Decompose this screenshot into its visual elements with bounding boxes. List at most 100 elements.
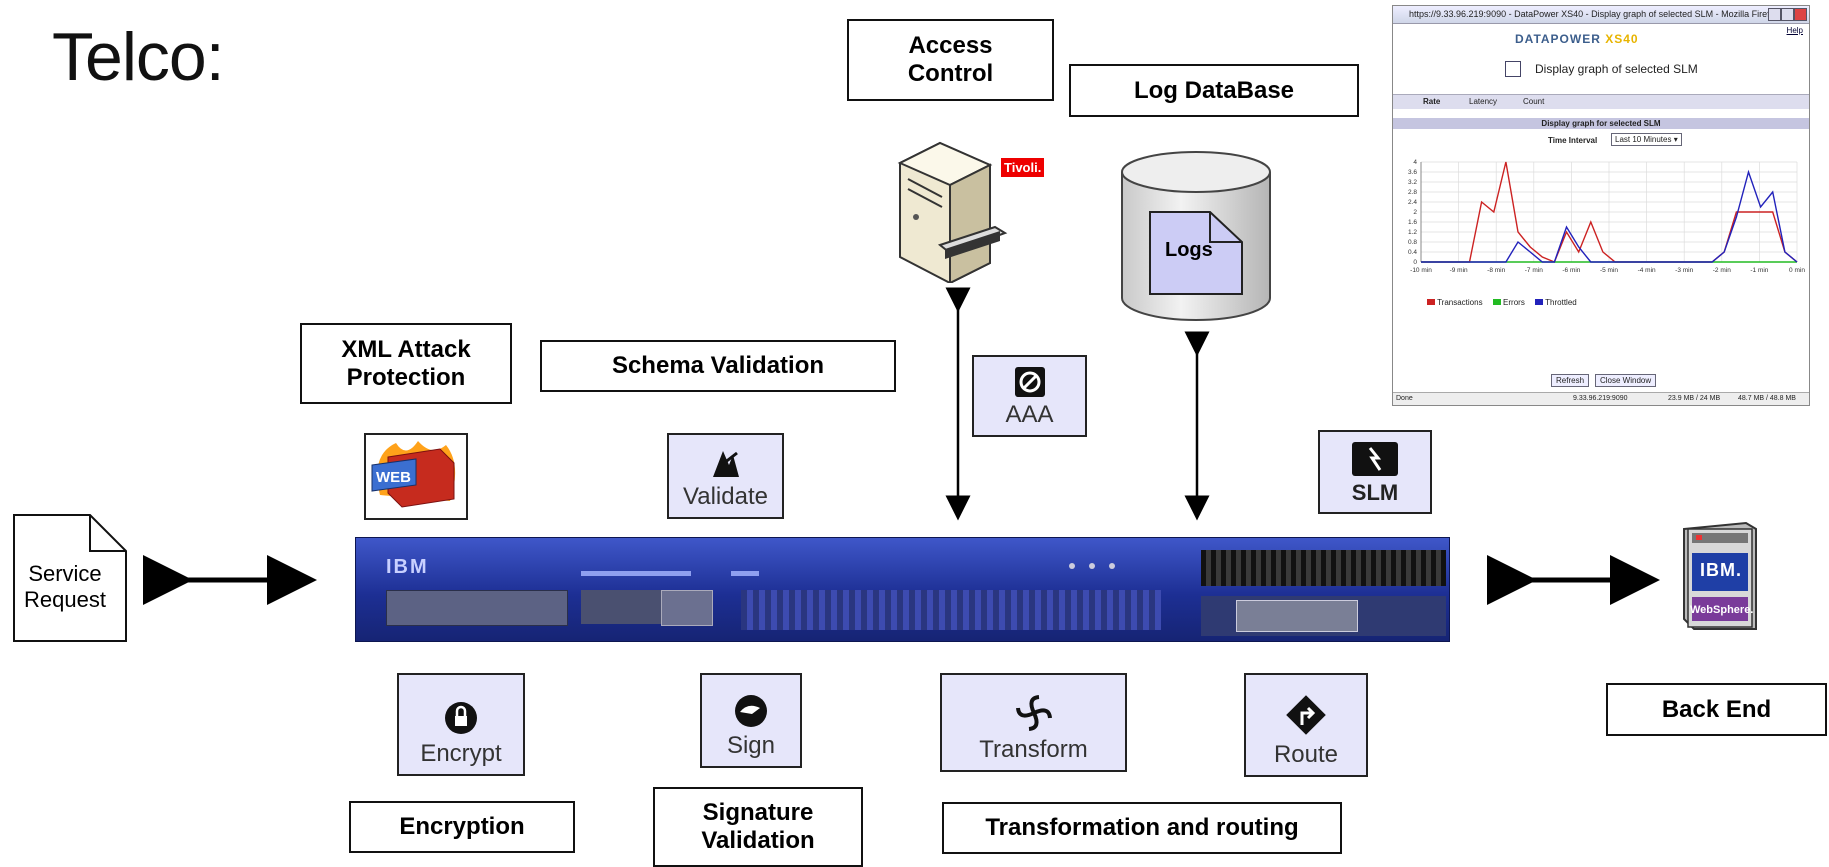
ibm-logo-backend: IBM.	[1700, 560, 1742, 580]
y-tick-label: 2	[1413, 209, 1417, 216]
front-panel-bay-2	[581, 590, 661, 624]
svg-text:WEB: WEB	[376, 469, 411, 486]
legend-errors: Errors	[1503, 298, 1525, 307]
legend-swatch-throttled	[1535, 299, 1544, 305]
legend-swatch-errors	[1492, 299, 1501, 305]
minimize-button[interactable]	[1768, 8, 1781, 21]
front-label-strip-2	[731, 571, 759, 576]
validate-button[interactable]: Validate	[667, 433, 784, 519]
legend-transactions: Transactions	[1437, 298, 1483, 307]
encrypt-button[interactable]: Encrypt	[397, 673, 525, 776]
x-tick-label: 0 min	[1789, 267, 1805, 274]
transformation-routing-label: Transformation and routing	[942, 802, 1342, 854]
websphere-logo: WebSphere.	[1690, 604, 1754, 616]
window-title: https://9.33.96.219:9090 - DataPower XS4…	[1409, 9, 1780, 19]
route-icon	[1286, 695, 1326, 735]
schema-validation-label: Schema Validation	[540, 340, 896, 392]
slm-label: SLM	[1351, 480, 1399, 505]
encrypt-label: Encrypt	[420, 740, 502, 767]
y-tick-label: 2.8	[1408, 189, 1417, 196]
series-line-transactions	[1421, 161, 1798, 263]
x-tick-label: -1 min	[1750, 267, 1768, 274]
slm-graph-window: https://9.33.96.219:9090 - DataPower XS4…	[1392, 5, 1810, 406]
maximize-button[interactable]	[1781, 8, 1794, 21]
y-tick-label: 1.2	[1408, 229, 1417, 236]
encryption-label: Encryption	[349, 801, 575, 853]
access-control-label: Access Control	[847, 19, 1054, 101]
tab-latency[interactable]: Latency	[1469, 97, 1498, 106]
window-subheading: Display graph for selected SLM	[1393, 118, 1809, 129]
page-title: Telco:	[52, 19, 225, 95]
status-leds	[1066, 558, 1126, 574]
log-database-cylinder: Logs	[1120, 150, 1273, 322]
validate-icon	[712, 451, 739, 477]
brand-model: XS40	[1605, 32, 1639, 46]
ibm-logo-front: IBM	[386, 556, 429, 578]
time-interval-value: Last 10 Minutes	[1615, 135, 1672, 144]
service-request-label: Service Request	[24, 561, 106, 612]
x-tick-label: -8 min	[1487, 267, 1505, 274]
x-tick-label: -3 min	[1675, 267, 1693, 274]
y-tick-label: 3.2	[1408, 179, 1417, 186]
window-tabs: Rate Latency Count	[1393, 94, 1809, 109]
aaa-icon	[1014, 367, 1045, 397]
document-icon	[13, 514, 127, 642]
refresh-button[interactable]: Refresh	[1551, 374, 1590, 387]
transform-icon	[1015, 695, 1052, 731]
rear-grille	[1201, 550, 1446, 586]
chart-legend: Transactions Errors Throttled	[1427, 298, 1577, 307]
window-titlebar: https://9.33.96.219:9090 - DataPower XS4…	[1393, 6, 1809, 24]
front-panel-bay	[386, 590, 568, 626]
y-tick-label: 0.4	[1408, 249, 1417, 256]
brand-name: DATAPOWER	[1515, 32, 1601, 46]
datapower-appliance: IBM	[355, 537, 1450, 642]
front-label-strip	[581, 571, 691, 576]
y-tick-label: 1.6	[1408, 219, 1417, 226]
status-mem1: 23.9 MB / 24 MB	[1668, 395, 1721, 402]
sign-label: Sign	[726, 732, 776, 759]
x-tick-label: -10 min	[1410, 267, 1432, 274]
status-host: 9.33.96.219:9090	[1573, 395, 1628, 402]
transform-label: Transform	[979, 736, 1088, 763]
slm-icon	[1352, 442, 1398, 476]
x-tick-label: -9 min	[1450, 267, 1468, 274]
close-icon[interactable]	[1794, 8, 1807, 21]
validate-label: Validate	[683, 483, 768, 510]
close-window-button[interactable]: Close Window	[1595, 374, 1657, 387]
log-database-label: Log DataBase	[1069, 64, 1359, 117]
tab-count[interactable]: Count	[1523, 97, 1545, 106]
y-tick-label: 0.8	[1408, 239, 1417, 246]
web-firewall-icon: WEB	[364, 433, 468, 520]
y-tick-label: 3.6	[1408, 169, 1417, 176]
route-button[interactable]: Route	[1244, 673, 1368, 777]
tab-rate[interactable]: Rate	[1423, 97, 1441, 106]
signature-validation-label: Signature Validation	[653, 787, 863, 867]
slm-button[interactable]: SLM	[1318, 430, 1432, 514]
back-end-label: Back End	[1606, 683, 1827, 736]
server-icon	[897, 141, 1008, 285]
aaa-button[interactable]: AAA	[972, 355, 1087, 437]
datapower-brand: DATAPOWER XS40	[1515, 32, 1639, 46]
time-interval-label: Time Interval	[1548, 136, 1598, 145]
route-label: Route	[1273, 741, 1339, 768]
x-tick-label: -5 min	[1600, 267, 1618, 274]
vent-grille	[741, 590, 1161, 630]
legend-swatch-transactions	[1427, 299, 1435, 305]
ethernet-ports-right	[1236, 600, 1358, 632]
help-link[interactable]: Help	[1786, 26, 1803, 35]
slm-line-chart: -10 min-9 min-8 min-7 min-6 min-5 min-4 …	[1408, 159, 1805, 274]
y-tick-label: 2.4	[1408, 199, 1417, 206]
y-tick-label: 0	[1413, 259, 1417, 266]
transform-button[interactable]: Transform	[940, 673, 1127, 772]
sign-button[interactable]: Sign	[700, 673, 802, 768]
time-interval-select[interactable]: Last 10 Minutes ▾	[1611, 133, 1682, 146]
backend-server-icon	[1683, 521, 1757, 630]
database-icon	[1121, 151, 1271, 321]
logs-label: Logs	[1165, 239, 1213, 261]
tivoli-badge: Tivoli.	[1001, 158, 1045, 177]
websphere-server: IBM. WebSphere.	[1680, 519, 1760, 633]
legend-throttled: Throttled	[1545, 298, 1577, 307]
graph-icon	[1505, 61, 1521, 77]
series-line-throttled	[1421, 169, 1798, 263]
